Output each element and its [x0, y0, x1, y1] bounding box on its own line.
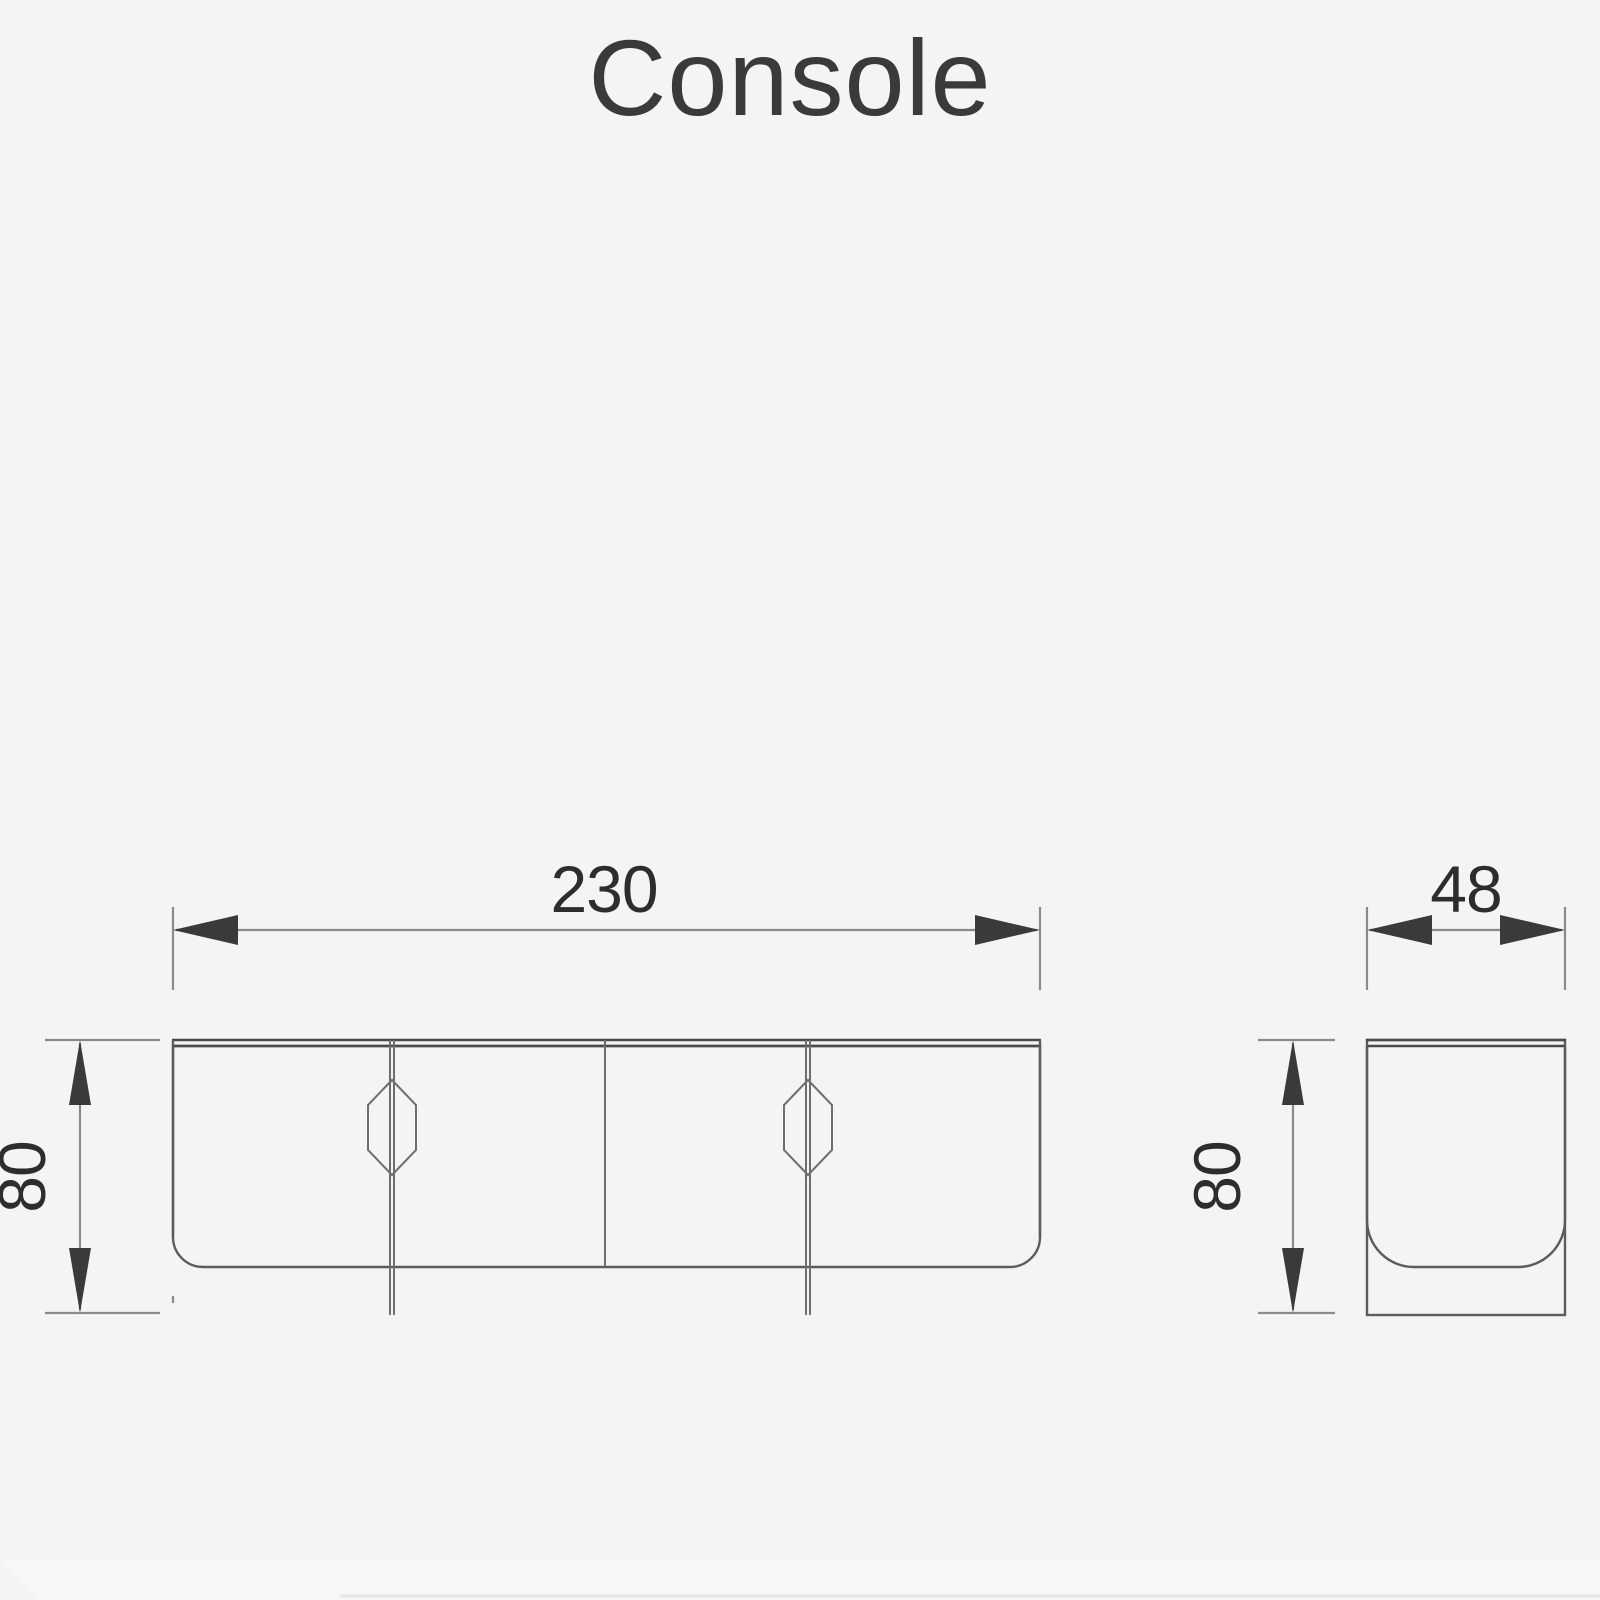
dimension-depth-48: 48 — [1365, 852, 1567, 990]
height-side-arrow-top — [1282, 1040, 1304, 1105]
height-side-arrow-bottom — [1282, 1248, 1304, 1313]
front-view-cabinet — [171, 1038, 1042, 1315]
side-view-cabinet — [1365, 1038, 1567, 1317]
footer-band — [0, 1560, 1600, 1600]
depth-arrow-left — [1367, 915, 1432, 945]
height-front-dim-label: 80 — [0, 1141, 59, 1212]
dimension-height-front-80: 80 — [0, 1038, 160, 1315]
side-view-inner-profile — [1365, 1046, 1567, 1269]
width-dim-label: 230 — [550, 852, 657, 926]
front-view-handle-1 — [367, 1078, 417, 1177]
dimension-width-230: 230 — [171, 852, 1042, 990]
width-arrow-left — [173, 915, 238, 945]
depth-dim-label: 48 — [1430, 852, 1501, 926]
width-arrow-right — [975, 915, 1040, 945]
page-title: Console — [588, 17, 991, 138]
height-side-dim-label: 80 — [1180, 1141, 1254, 1212]
front-view-body-outline — [171, 1044, 1042, 1269]
height-front-arrow-top — [69, 1040, 91, 1105]
front-view-handle-2 — [783, 1078, 833, 1177]
depth-arrow-right — [1500, 915, 1565, 945]
dimension-height-side-80: 80 — [1180, 1038, 1335, 1315]
height-front-arrow-bottom — [69, 1248, 91, 1313]
